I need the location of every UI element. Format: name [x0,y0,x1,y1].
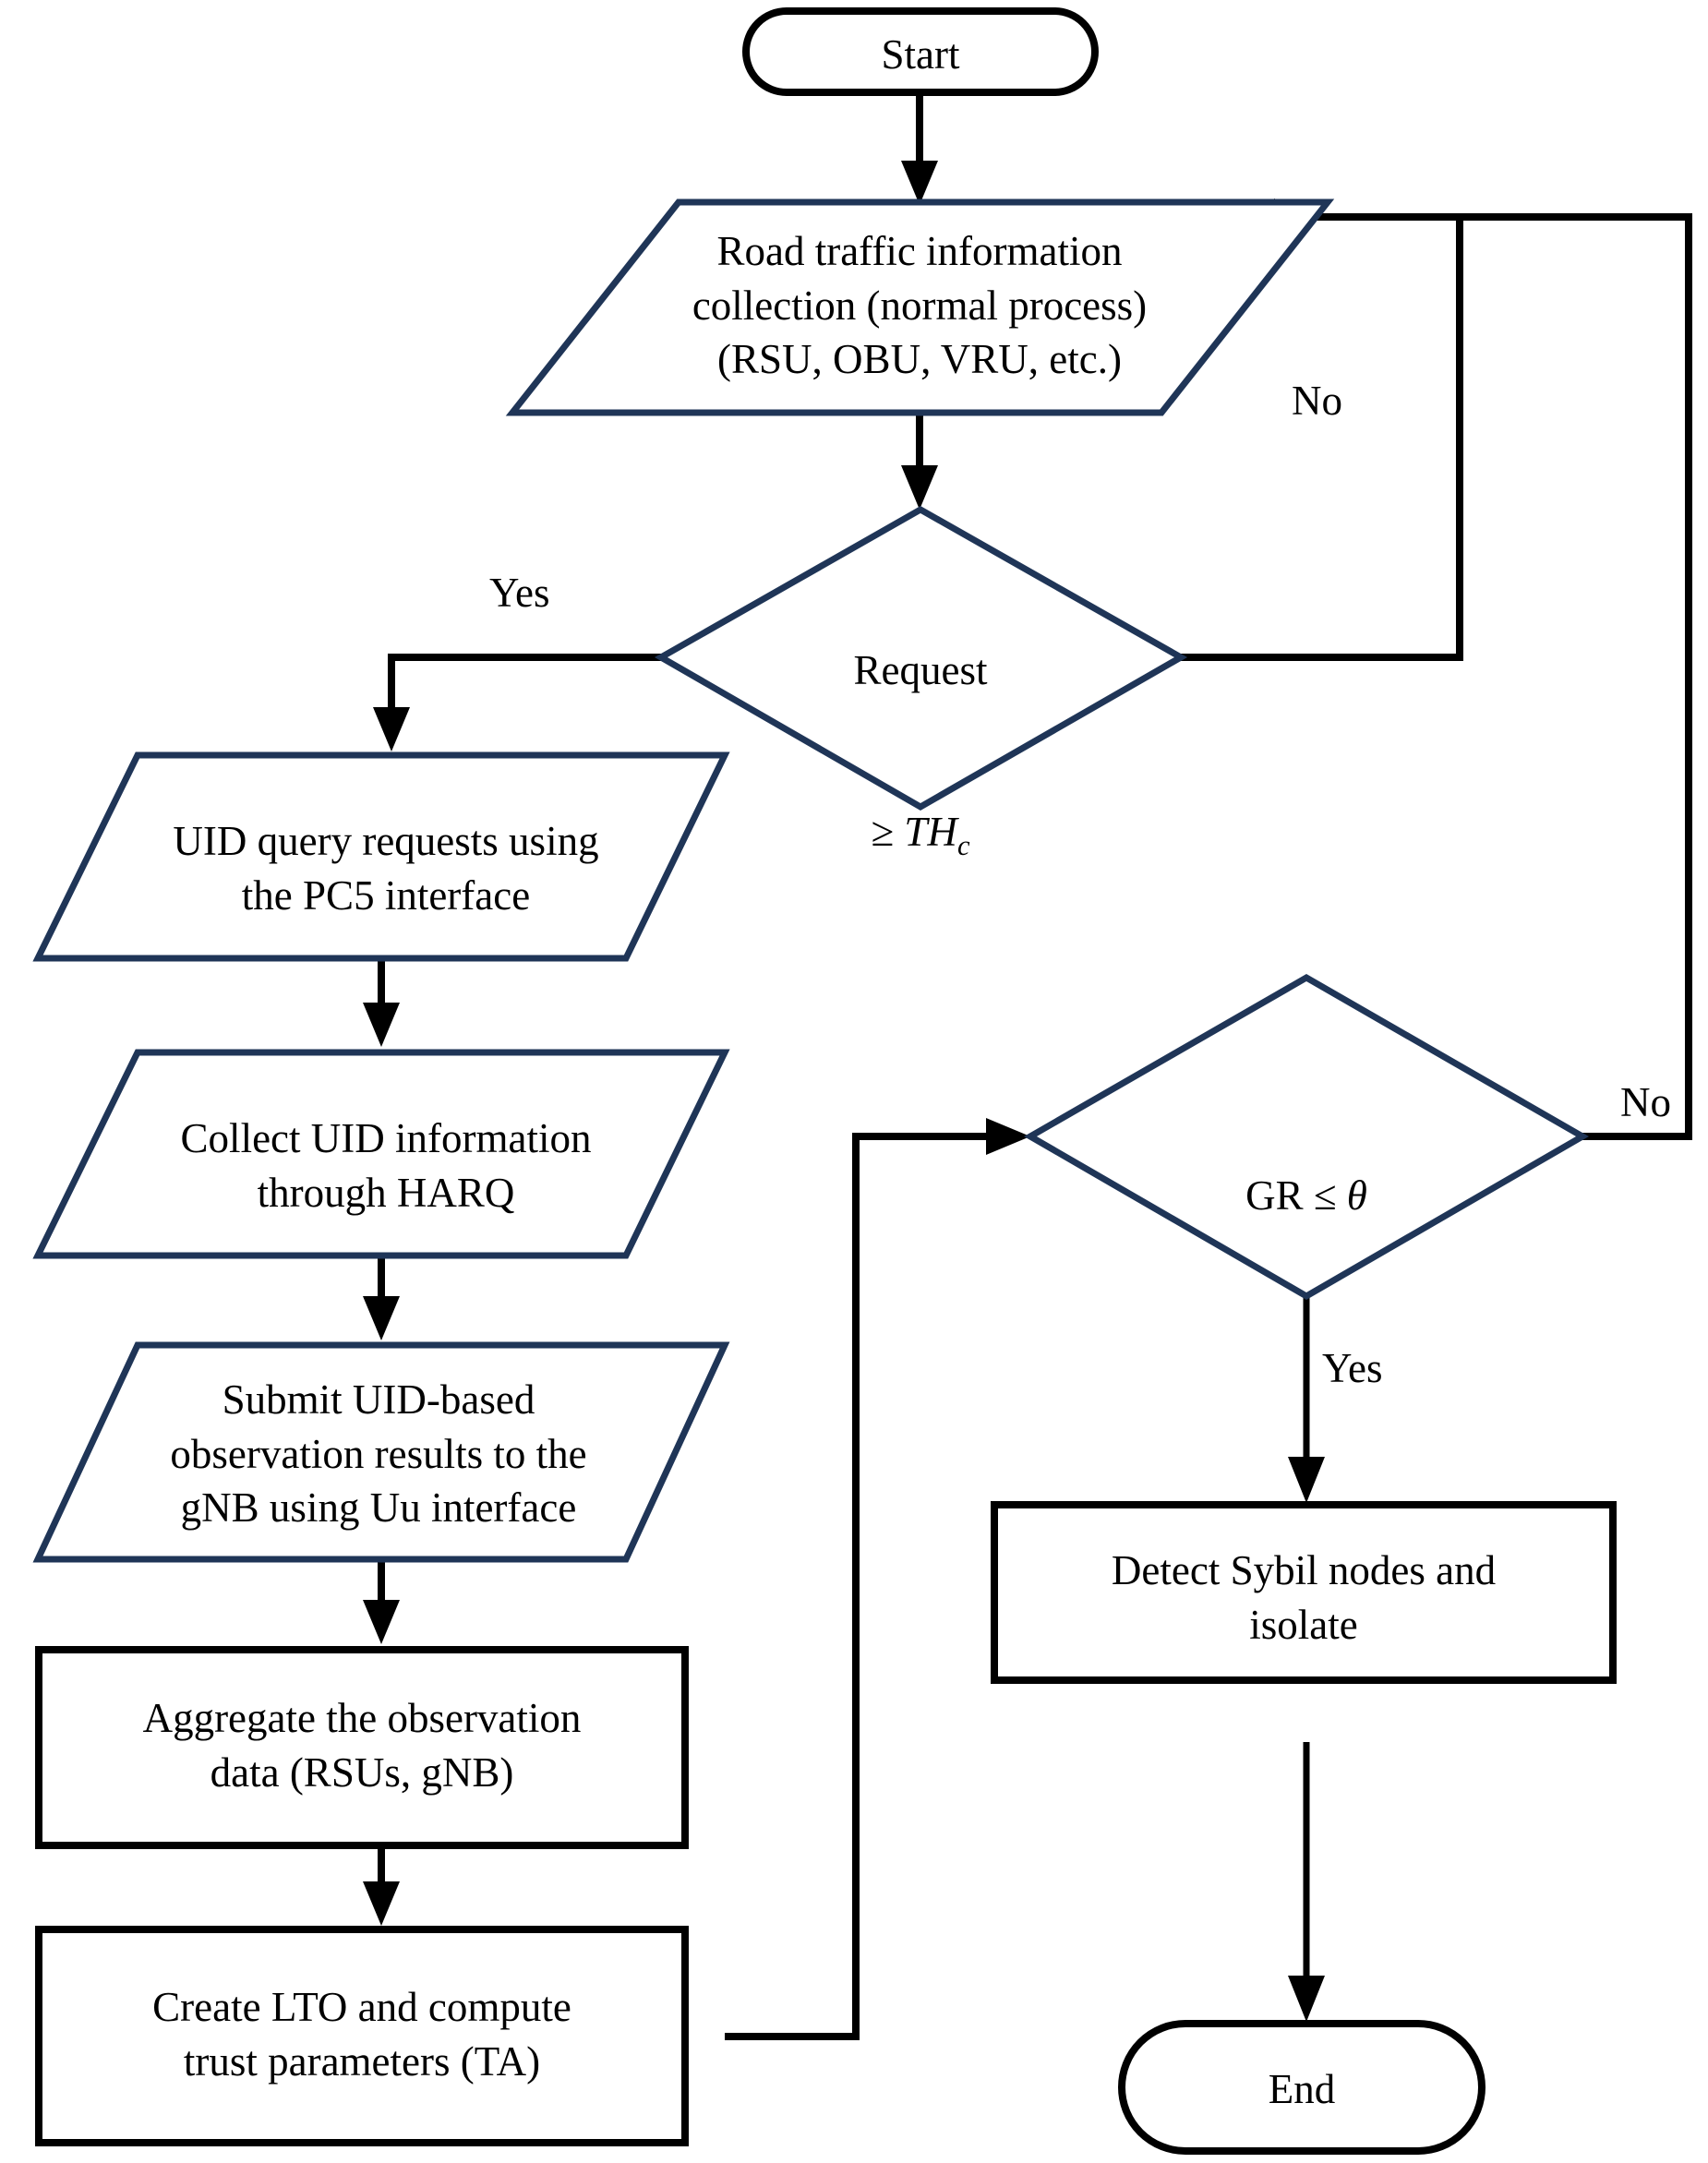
node-gr-decision[interactable] [1023,973,1590,1301]
edge-create-lto-to-gr-decision [725,1118,1030,2040]
edge-request-yes-to-uid-query [373,654,661,751]
node-request-decision[interactable] [654,505,1188,811]
edge-submit-uid-to-aggregate [363,1561,400,1644]
edge-gr-yes-to-detect-sybil [1288,1297,1325,1503]
node-submit-uid[interactable] [32,1341,730,1563]
node-create-lto[interactable] [35,1926,689,2146]
edge-detect-sybil-to-end [1288,1742,1325,2022]
node-uid-query[interactable] [32,751,730,962]
node-road-traffic[interactable] [505,198,1335,416]
node-aggregate[interactable] [35,1646,689,1849]
node-detect-sybil[interactable] [991,1501,1617,1684]
edge-uid-query-to-collect-uid [363,961,400,1047]
edge-gr-no-to-road-traffic [1460,213,1692,1140]
edge-road-traffic-to-request [901,415,938,510]
node-collect-uid[interactable] [32,1049,730,1259]
edge-aggregate-to-create-lto [363,1846,400,1926]
edge-collect-uid-to-submit-uid [363,1257,400,1340]
edge-start-to-road-traffic [901,90,938,205]
node-end[interactable] [1118,2020,1485,2155]
node-start[interactable] [742,7,1099,96]
